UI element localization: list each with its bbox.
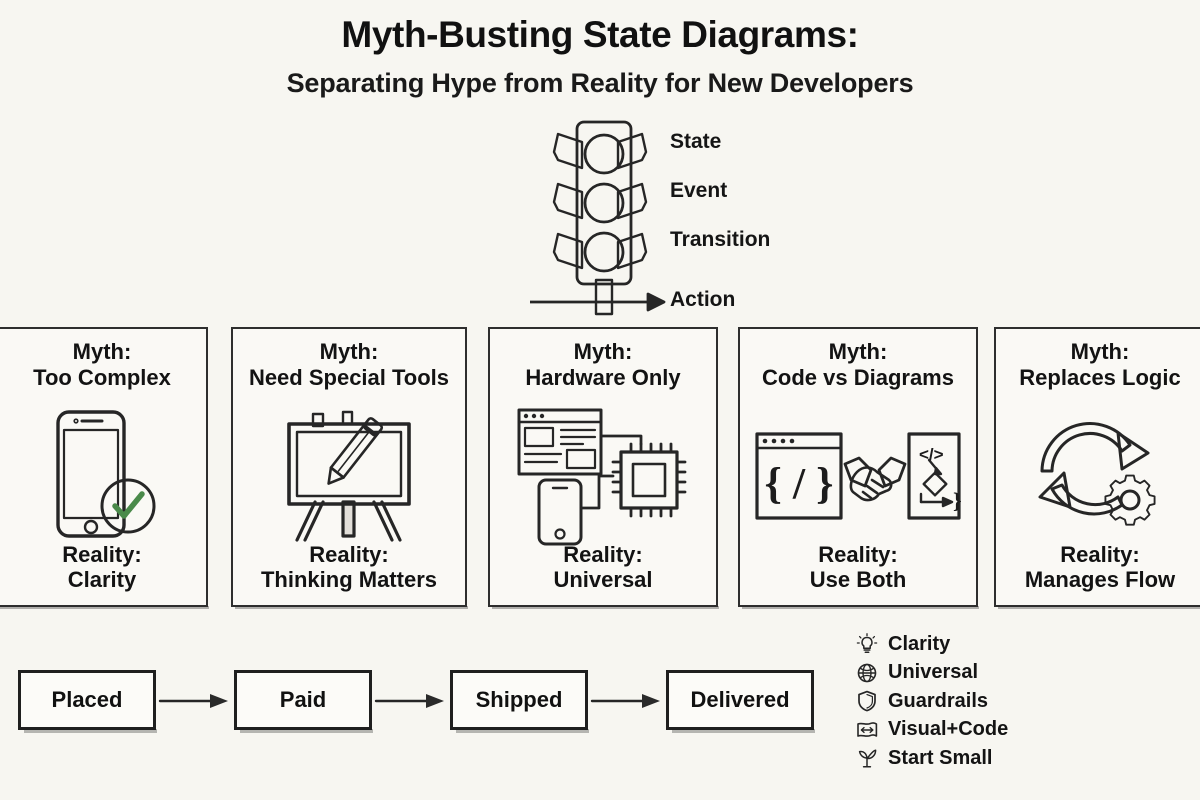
benefits-legend: Clarity Universal Guardra <box>852 630 1102 773</box>
state-flow-diagram: Placed Paid Shipped Delivered <box>0 655 830 755</box>
traffic-label-state: State <box>670 130 722 153</box>
svg-text:}: } <box>953 488 962 513</box>
myth-label: Myth: Need Special Tools <box>249 339 449 390</box>
reality-value-text: Manages Flow <box>1024 567 1176 593</box>
reality-label: Reality: Use Both <box>740 542 976 593</box>
myth-label-text: Myth: <box>828 339 888 364</box>
traffic-label-action: Action <box>670 288 736 311</box>
myth-label: Myth: Too Complex <box>33 339 171 390</box>
reality-label-text: Reality: <box>1060 541 1140 567</box>
state-arrow-3 <box>590 694 660 708</box>
reality-label-text: Reality: <box>309 541 389 567</box>
legend-label: Clarity <box>888 632 951 655</box>
reality-label: Reality: Manages Flow <box>996 542 1200 593</box>
globe-icon <box>852 661 882 685</box>
smartphone-check-icon <box>0 401 206 551</box>
myth-value-text: Replaces Logic <box>1019 364 1181 390</box>
page-title: Myth-Busting State Diagrams: <box>341 14 859 55</box>
myth-value-text: Too Complex <box>33 364 171 390</box>
reality-label: Reality: Clarity <box>0 542 206 593</box>
reality-label: Reality: Thinking Matters <box>233 542 465 593</box>
reality-label-text: Reality: <box>818 541 898 567</box>
legend-item-start-small: Start Small <box>852 744 1102 773</box>
myth-card-need-special-tools[interactable]: Myth: Need Special Tools <box>231 327 468 609</box>
legend-item-clarity: Clarity <box>852 630 1102 659</box>
myth-value-text: Hardware Only <box>525 364 681 390</box>
state-box-label: Placed <box>51 687 123 712</box>
lightbulb-icon <box>852 632 882 656</box>
legend-item-visual-code: Visual+Code <box>852 716 1102 745</box>
state-box-shipped[interactable]: Shipped <box>450 670 589 733</box>
visual-code-icon <box>852 718 882 742</box>
reality-value-text: Clarity <box>67 567 137 593</box>
traffic-light-legend: State Event Transition Action <box>530 112 950 322</box>
state-box-placed[interactable]: Placed <box>18 670 157 733</box>
legend-label: Universal <box>888 661 979 684</box>
traffic-label-event: Event <box>670 179 728 202</box>
state-box-paid[interactable]: Paid <box>234 670 373 733</box>
legend-label: Visual+Code <box>888 718 1009 741</box>
state-box-label: Shipped <box>475 687 563 712</box>
svg-text:{ / }: { / } <box>765 459 834 508</box>
shield-icon <box>852 689 882 713</box>
easel-pencil-icon <box>233 401 465 551</box>
legend-label: Guardrails <box>888 689 989 712</box>
myth-label-text: Myth: <box>1070 339 1130 364</box>
reality-value-text: Universal <box>553 567 653 593</box>
state-arrow-2 <box>374 694 444 708</box>
reality-label-text: Reality: <box>563 541 643 567</box>
myth-card-replaces-logic[interactable]: Myth: Replaces Logic <box>994 327 1200 609</box>
myth-card-hardware-only[interactable]: Myth: Hardware Only <box>488 327 719 609</box>
reality-label-text: Reality: <box>62 541 142 567</box>
cycle-gear-icon <box>996 401 1200 551</box>
traffic-label-transition: Transition <box>670 228 771 251</box>
page-subtitle: Separating Hype from Reality for New Dev… <box>286 68 914 98</box>
state-arrow-1 <box>158 694 228 708</box>
myth-value-text: Code vs Diagrams <box>762 364 954 390</box>
myth-label-text: Myth: <box>573 339 633 364</box>
sprout-icon <box>852 746 882 770</box>
reality-label: Reality: Universal <box>490 542 716 593</box>
state-box-delivered[interactable]: Delivered <box>666 670 815 733</box>
myth-value-text: Need Special Tools <box>248 364 450 390</box>
traffic-light-icon <box>530 120 666 316</box>
state-box-label: Delivered <box>690 687 790 712</box>
state-box-label: Paid <box>279 687 327 712</box>
myth-label-text: Myth: <box>319 339 379 364</box>
code-handshake-diagram-icon: { / } </> <box>740 401 976 551</box>
legend-item-universal: Universal <box>852 659 1102 688</box>
reality-value-text: Use Both <box>809 567 907 593</box>
legend-label: Start Small <box>888 746 993 769</box>
myth-label: Myth: Replaces Logic <box>1019 339 1180 390</box>
myth-card-too-complex[interactable]: Myth: Too Complex Reality: Clarity <box>0 327 209 609</box>
legend-item-guardrails: Guardrails <box>852 687 1102 716</box>
myth-label: Myth: Hardware Only <box>525 339 680 390</box>
reality-value-text: Thinking Matters <box>260 567 437 593</box>
browser-phone-chip-icon <box>490 401 716 551</box>
myth-label: Myth: Code vs Diagrams <box>762 339 954 390</box>
myth-card-code-vs-diagrams[interactable]: Myth: Code vs Diagrams { / } <box>738 327 979 609</box>
svg-text:</>: </> <box>919 445 944 464</box>
myth-label-text: Myth: <box>72 339 132 364</box>
